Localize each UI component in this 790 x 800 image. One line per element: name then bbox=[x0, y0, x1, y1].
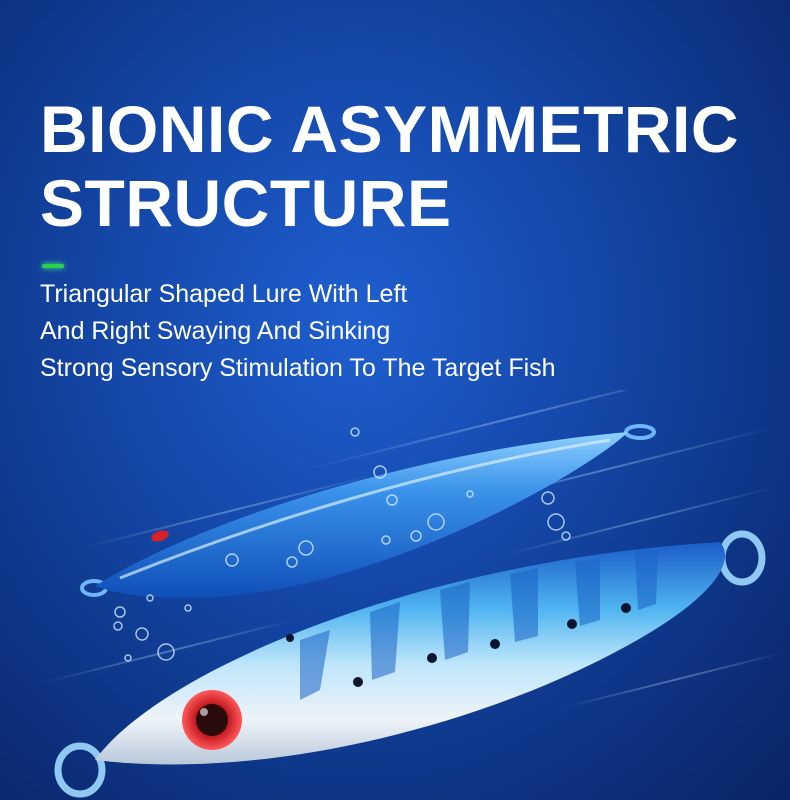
page-headline: BIONIC ASYMMETRIC STRUCTURE bbox=[40, 92, 760, 240]
green-accent-bar bbox=[42, 264, 64, 268]
description-line-3: Strong Sensory Stimulation To The Target… bbox=[40, 354, 556, 382]
feature-description: Triangular Shaped Lure With Left And Rig… bbox=[40, 276, 740, 387]
headline-line-1: BIONIC ASYMMETRIC bbox=[40, 92, 740, 166]
water-bubbles bbox=[113, 427, 571, 662]
description-line-1: Triangular Shaped Lure With Left bbox=[40, 280, 408, 308]
water-motion-streaks bbox=[43, 390, 787, 709]
description-line-2: And Right Swaying And Sinking bbox=[40, 317, 391, 345]
bottom-lure-image bbox=[54, 530, 766, 798]
top-lure-image bbox=[80, 424, 656, 599]
lure-product-illustration bbox=[43, 390, 787, 798]
headline-line-2: STRUCTURE bbox=[40, 166, 452, 240]
